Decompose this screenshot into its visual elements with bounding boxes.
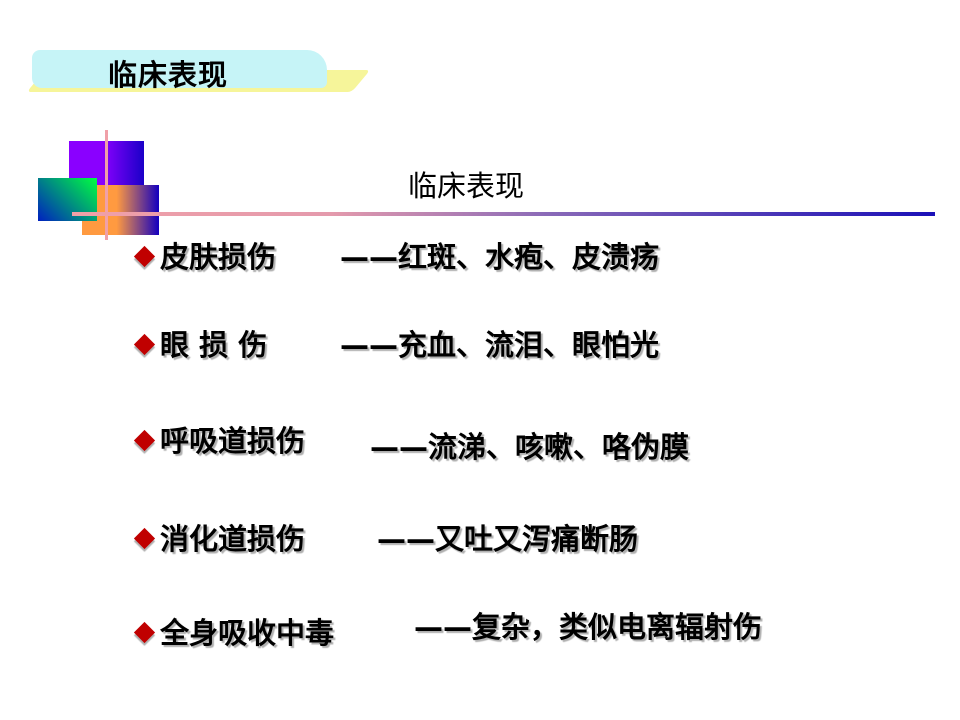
item-term: 消化道损伤 <box>160 522 306 556</box>
diamond-bullet-icon <box>133 527 156 550</box>
item-term: 眼 损 伤 <box>160 328 268 362</box>
item-description: ——充血、流泪、眼怕光 <box>340 328 660 362</box>
diamond-bullet-icon <box>133 245 156 268</box>
title-divider <box>72 212 935 216</box>
item-term: 呼吸道损伤 <box>160 424 306 458</box>
diamond-bullet-icon <box>133 429 156 452</box>
title-banner <box>32 50 327 88</box>
list-item: 全身吸收中毒 <box>133 610 334 652</box>
list-item: 消化道损伤 <box>133 516 305 558</box>
item-term: 皮肤损伤 <box>160 240 277 274</box>
item-description: ——又吐又泻痛断肠 <box>377 522 639 556</box>
list-item: 皮肤损伤 <box>133 234 276 276</box>
page-title: 临床表现 <box>108 58 229 92</box>
item-description: ——复杂，类似电离辐射伤 <box>414 610 763 644</box>
diamond-bullet-icon <box>133 333 156 356</box>
slide-subtitle: 临床表现 <box>408 169 525 203</box>
item-description: ——流涕、咳嗽、咯伪膜 <box>370 430 690 464</box>
diamond-bullet-icon <box>133 621 156 644</box>
list-item: 眼 损 伤 <box>133 322 267 364</box>
item-description: ——红斑、水疱、皮溃疡 <box>340 240 660 274</box>
item-term: 全身吸收中毒 <box>160 616 335 650</box>
decor-vertical-line <box>105 130 108 240</box>
list-item: 呼吸道损伤 <box>133 418 305 460</box>
